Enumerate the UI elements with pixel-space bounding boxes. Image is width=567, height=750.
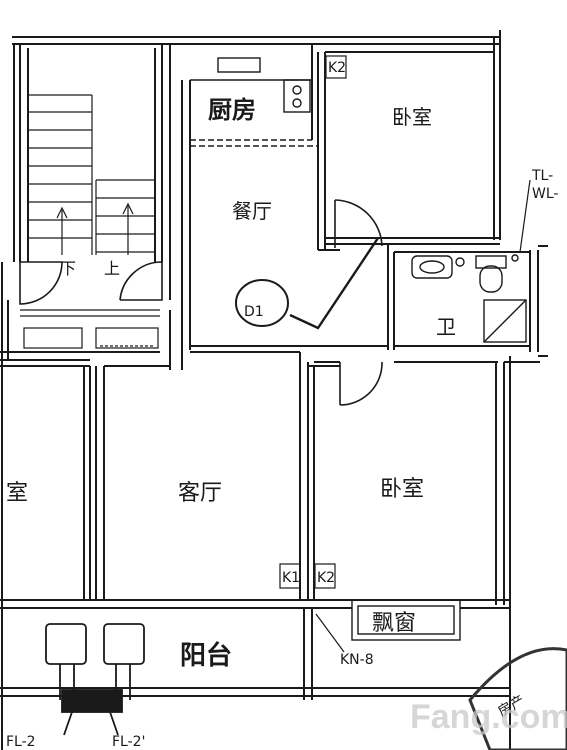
label-fl2p: FL-2' [112,734,145,750]
outlet-boxes [279,55,347,589]
label-bedroom-main: 卧室 [380,477,424,502]
label-bay-window: 飘窗 [372,611,416,636]
d1-marker [235,237,379,330]
floor-drains [45,623,145,736]
stair-treads [28,94,155,255]
label-kn8: KN-8 [340,652,374,668]
bay-window [351,599,461,641]
label-living: 客厅 [178,481,222,506]
kitchen-fixtures [190,57,318,147]
kn8-leader [315,613,345,653]
landing-fixtures [20,309,160,349]
label-stair-down: 下 [60,259,76,278]
label-tl: TL- [531,168,553,184]
label-k2-top: K2 [328,60,346,76]
label-stair-up: 上 [104,259,120,278]
bathroom-fixtures [411,254,527,343]
walls [0,30,548,750]
doors [19,199,383,406]
label-bathroom: 卫 [436,315,456,339]
label-k2-bottom: K2 [317,570,335,586]
label-balcony: 阳台 [180,640,232,671]
tl-leader [519,179,531,253]
label-d1: D1 [244,304,264,320]
watermark: Fang.com [410,698,567,736]
label-room-left: 室 [6,481,28,506]
label-fl2: FL-2 [6,734,36,750]
label-dining: 餐厅 [232,199,272,223]
label-kitchen: 厨房 [208,96,256,124]
label-wl: WL- [532,186,558,202]
label-bedroom-top: 卧室 [392,105,432,129]
label-k1: K1 [282,570,300,586]
